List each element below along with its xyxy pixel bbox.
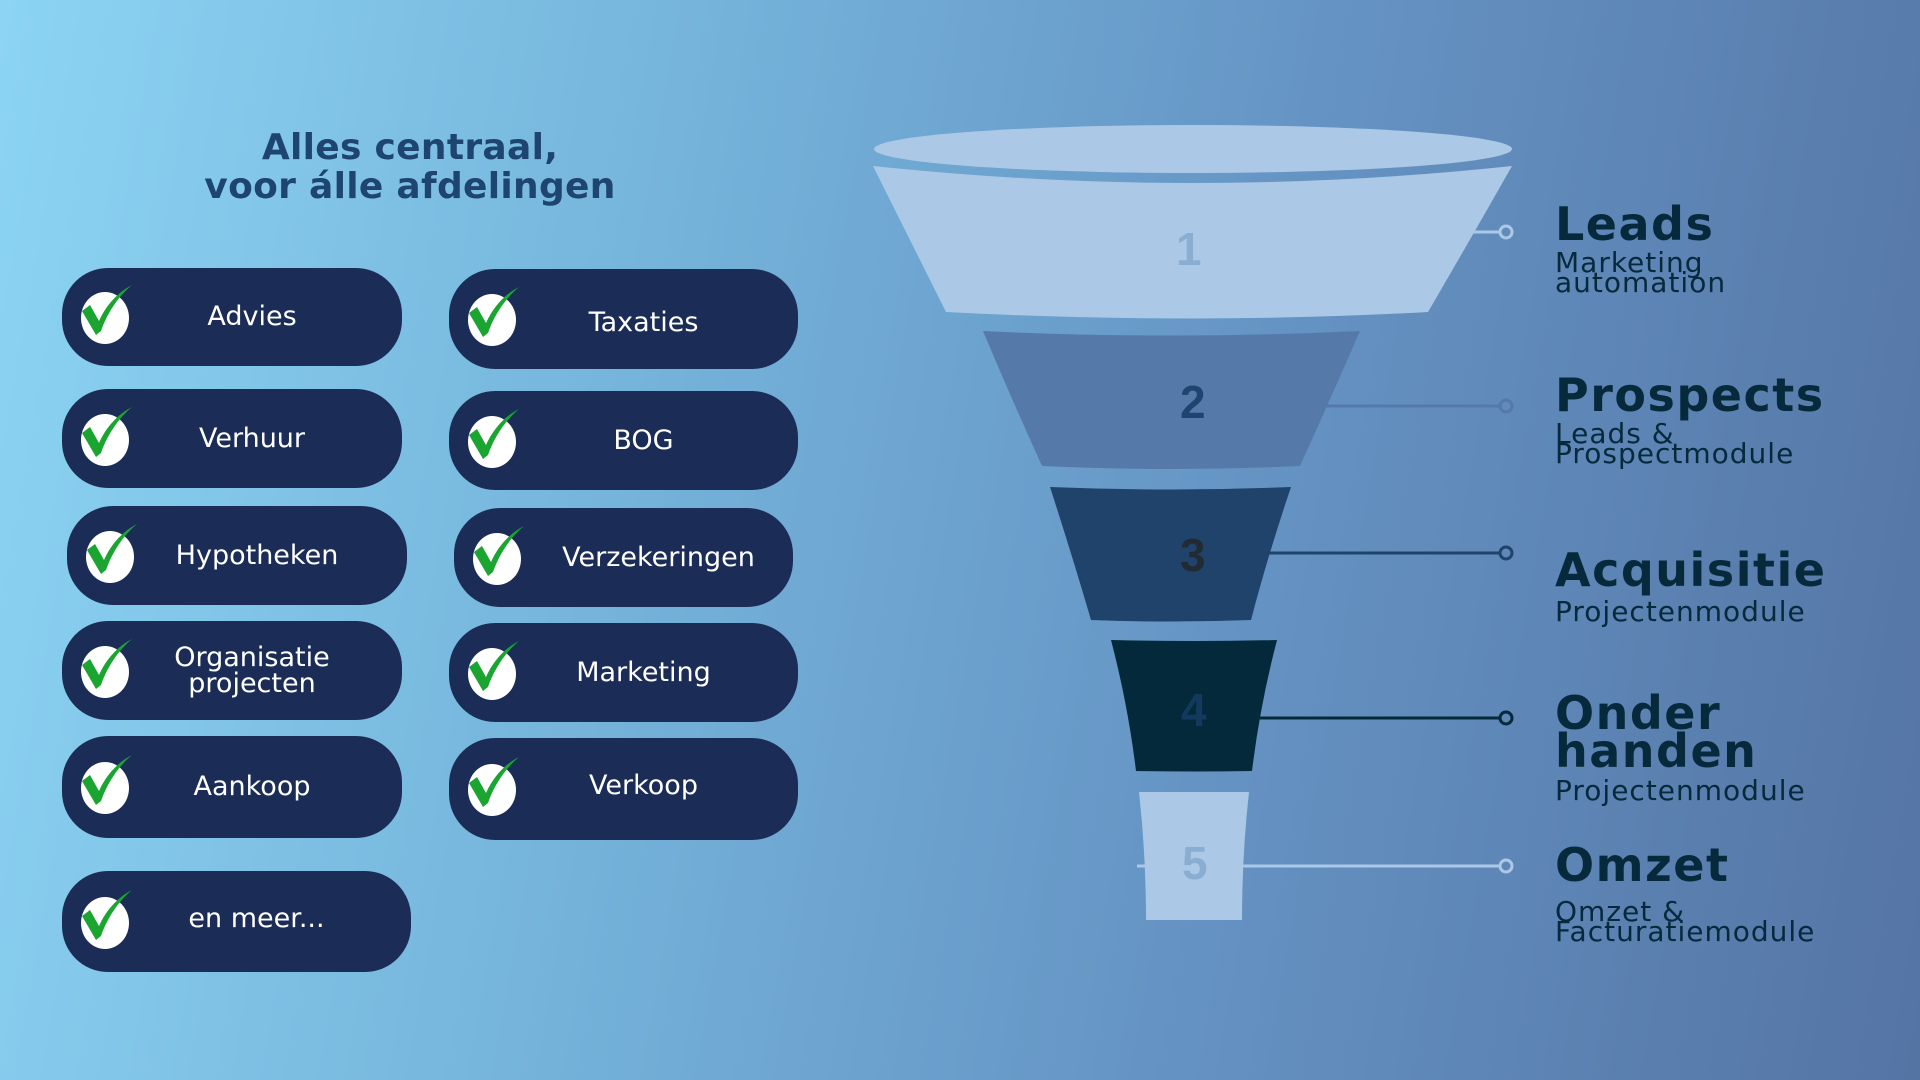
department-verkoop[interactable]: Verkoop <box>449 738 798 840</box>
department-label: BOG <box>613 424 674 456</box>
department-taxaties[interactable]: Taxaties <box>449 269 798 369</box>
funnel-number-5: 5 <box>1182 837 1208 889</box>
stage-subtitle-line-1: Omzet & <box>1555 895 1685 928</box>
funnel-rim <box>874 125 1512 173</box>
department-hypotheken[interactable]: Hypotheken <box>67 506 407 605</box>
check-icon <box>468 640 519 700</box>
check-icon <box>468 287 519 346</box>
stage-title-line-2: handen <box>1555 724 1758 778</box>
department-label: Taxaties <box>588 307 699 338</box>
connector-3 <box>1260 545 1514 561</box>
funnel-number-1: 1 <box>1176 223 1202 275</box>
stage-onder-handen: Onder handen Projectenmodule <box>1555 686 1806 807</box>
department-label: Verhuur <box>198 422 306 454</box>
funnel-segment-2 <box>983 331 1360 469</box>
department-label: en meer... <box>188 902 325 934</box>
stage-subtitle-line-2: Prospectmodule <box>1555 437 1795 470</box>
department-aankoop[interactable]: Aankoop <box>62 736 402 838</box>
department-label: Advies <box>207 301 297 332</box>
check-icon <box>81 406 132 466</box>
stage-subtitle-line-2: Facturatiemodule <box>1555 915 1816 948</box>
department-label: Marketing <box>576 656 711 688</box>
title-line-2: voor álle afdelingen <box>204 166 616 207</box>
check-icon <box>81 755 132 814</box>
department-en-meer[interactable]: en meer... <box>62 871 411 972</box>
stage-subtitle: Marketing automation <box>1555 246 1727 299</box>
stage-acquisitie: Acquisitie Projectenmodule <box>1555 543 1827 628</box>
department-verhuur[interactable]: Verhuur <box>62 389 402 488</box>
stage-title: Leads <box>1555 197 1715 251</box>
title-line-1: Alles centraal, <box>261 127 559 168</box>
connector-2 <box>1320 398 1514 414</box>
funnel-segment-4 <box>1111 640 1277 772</box>
funnel-segment-1 <box>873 166 1512 319</box>
funnel-segment-5 <box>1139 792 1249 920</box>
department-marketing[interactable]: Marketing <box>449 623 798 722</box>
funnel-number-2: 2 <box>1180 376 1206 428</box>
check-icon <box>81 285 132 344</box>
connector-4 <box>1240 710 1514 726</box>
department-label: Verkoop <box>589 770 698 801</box>
department-label: Organisatie projecten <box>134 641 330 699</box>
department-label: Verzekeringen <box>562 541 755 573</box>
check-icon <box>81 889 132 949</box>
stage-subtitle-line-2: automation <box>1555 266 1727 299</box>
stage-subtitle-line-1: Marketing <box>1555 246 1704 279</box>
stage-title: Prospects <box>1555 368 1825 422</box>
page-title: Alles centraal, voor álle afdelingen <box>150 128 670 206</box>
stage-subtitle: Projectenmodule <box>1555 774 1806 807</box>
department-advies[interactable]: Advies <box>62 268 402 366</box>
stage-omzet: Omzet Omzet & Facturatiemodule <box>1555 838 1816 948</box>
stage-title-line-1: Onder <box>1555 686 1722 740</box>
stage-prospects: Prospects Leads & Prospectmodule <box>1555 368 1825 470</box>
check-icon <box>81 638 132 698</box>
stage-subtitle: Leads & Prospectmodule <box>1555 417 1825 470</box>
funnel-number-4: 4 <box>1181 684 1207 736</box>
department-label: Aankoop <box>193 771 311 802</box>
department-label-line-1: Organisatie <box>174 641 330 673</box>
check-icon <box>473 525 524 585</box>
department-verzekeringen[interactable]: Verzekeringen <box>454 508 793 607</box>
stage-leads: Leads Marketing automation <box>1555 197 1727 299</box>
stage-subtitle-line-1: Leads & <box>1555 417 1675 450</box>
check-icon <box>468 757 519 816</box>
stage-title: Omzet <box>1555 838 1730 892</box>
department-organisatie-projecten[interactable]: Organisatie projecten <box>62 621 402 720</box>
stage-title: Onder handen <box>1555 686 1806 778</box>
funnel-segment-3 <box>1050 487 1291 622</box>
funnel-number-3: 3 <box>1180 529 1206 581</box>
department-label-line-2: projecten <box>188 667 316 699</box>
stage-title: Acquisitie <box>1555 543 1827 597</box>
stage-subtitle: Projectenmodule <box>1555 595 1806 628</box>
department-bog[interactable]: BOG <box>449 391 798 490</box>
department-label: Hypotheken <box>175 539 339 571</box>
check-icon <box>468 408 519 468</box>
check-icon <box>86 523 137 583</box>
stage-subtitle: Omzet & Facturatiemodule <box>1555 895 1816 948</box>
